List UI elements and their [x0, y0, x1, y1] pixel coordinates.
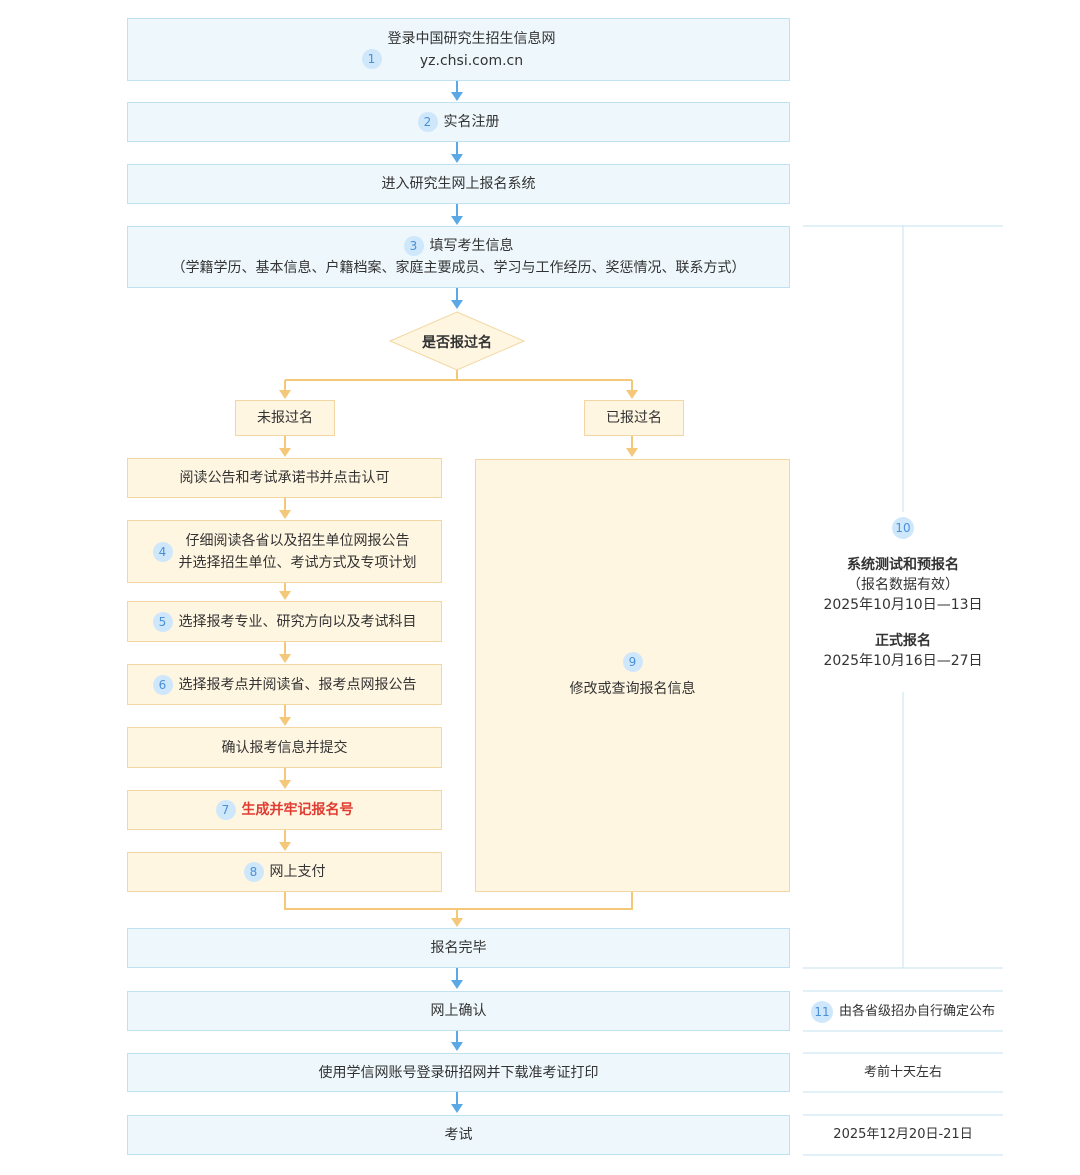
step-real-name-register-label: 实名注册	[443, 114, 500, 130]
step-exam-label: 考试	[444, 1127, 473, 1143]
formal-registration-title: 正式报名	[875, 633, 931, 649]
step-number-badge: 9	[622, 651, 643, 672]
step-modify-query-box: 9 修改或查询报名信息	[475, 459, 790, 892]
pre-registration-date: 2025年10月10日—13日	[823, 597, 983, 613]
step-generate-number-label: 生成并牢记报名号	[241, 802, 354, 818]
online-confirm-time-info: 11 由各省级招办自行确定公布	[803, 1001, 1003, 1023]
step-print-ticket-box: 使用学信网账号登录研招网并下载准考证打印	[127, 1053, 790, 1092]
step-online-confirm-label: 网上确认	[430, 1003, 487, 1019]
step-confirm-submit-label: 确认报考信息并提交	[221, 739, 348, 756]
step-number-badge: 2	[417, 112, 438, 132]
branch-registered-label: 已报过名	[606, 410, 662, 426]
branch-registered-box: 已报过名	[584, 400, 684, 436]
print-time-info: 考前十天左右	[803, 1063, 1003, 1083]
step-generate-number-box: 7 生成并牢记报名号	[127, 790, 442, 830]
branch-not-registered-box: 未报过名	[235, 400, 335, 436]
step-select-major-box: 5 选择报考专业、研究方向以及考试科目	[127, 601, 442, 642]
step-select-exam-site-label: 选择报考点并阅读省、报考点网报公告	[178, 676, 417, 693]
step-number-badge: 7	[215, 800, 236, 820]
step-fill-info-detail: （学籍学历、基本信息、户籍档案、家庭主要成员、学习与工作经历、奖惩情况、联系方式…	[171, 260, 746, 276]
decision-diamond	[388, 311, 526, 371]
exam-date-label: 2025年12月20日-21日	[833, 1127, 973, 1142]
step-select-institution-line2: 并选择招生单位、考试方式及专项计划	[178, 554, 417, 571]
step-select-institution-line1: 仔细阅读各省以及招生单位网报公告	[185, 532, 410, 549]
step-read-notice-box: 阅读公告和考试承诺书并点击认可	[127, 458, 442, 498]
step-read-notice-label: 阅读公告和考试承诺书并点击认可	[179, 470, 390, 486]
step-login-box: 1 登录中国研究生招生信息网 yz.chsi.com.cn	[127, 18, 790, 81]
step-number-badge: 6	[152, 674, 173, 695]
step-complete-label: 报名完毕	[430, 940, 487, 956]
step-online-confirm-box: 网上确认	[127, 991, 790, 1031]
step-enter-system-box: 进入研究生网上报名系统	[127, 164, 790, 204]
step-real-name-register-box: 2 实名注册	[127, 102, 790, 142]
step-exam-box: 考试	[127, 1115, 790, 1155]
step-number-badge: 8	[243, 862, 264, 882]
step-fill-info-label: 填写考生信息	[429, 238, 514, 254]
step-number-badge: 5	[152, 611, 173, 632]
formal-registration-date: 2025年10月16日—27日	[823, 653, 983, 669]
step-number-badge: 1	[361, 48, 382, 69]
step-number-badge: 10	[892, 517, 914, 539]
step-select-institution-box: 4 仔细阅读各省以及招生单位网报公告 并选择招生单位、考试方式及专项计划	[127, 520, 442, 583]
step-select-exam-site-box: 6 选择报考点并阅读省、报考点网报公告	[127, 664, 442, 705]
step-number-badge: 4	[152, 541, 173, 562]
step-fill-info-box: 3 填写考生信息 （学籍学历、基本信息、户籍档案、家庭主要成员、学习与工作经历、…	[127, 226, 790, 288]
registration-period-info: 10 系统测试和预报名 （报名数据有效） 2025年10月10日—13日 正式报…	[803, 517, 1003, 671]
step-online-payment-box: 8 网上支付	[127, 852, 442, 892]
step-number-badge: 3	[403, 236, 424, 256]
online-confirm-time-label: 由各省级招办自行确定公布	[838, 1004, 995, 1019]
step-select-major-label: 选择报考专业、研究方向以及考试科目	[178, 613, 417, 630]
pre-registration-title: 系统测试和预报名	[847, 557, 959, 573]
exam-date-info: 2025年12月20日-21日	[803, 1125, 1003, 1145]
site-url-text: yz.chsi.com.cn	[419, 52, 524, 69]
step-print-ticket-label: 使用学信网账号登录研招网并下载准考证打印	[318, 1064, 599, 1081]
step-enter-system-label: 进入研究生网上报名系统	[381, 176, 536, 192]
step-number-badge: 11	[810, 1001, 833, 1023]
step-confirm-submit-box: 确认报考信息并提交	[127, 727, 442, 768]
step-complete-box: 报名完毕	[127, 928, 790, 968]
step-login-label: 登录中国研究生招生信息网	[387, 30, 556, 47]
print-time-label: 考前十天左右	[863, 1065, 942, 1080]
step-modify-query-label: 修改或查询报名信息	[569, 680, 696, 697]
decision-label: 是否报过名	[422, 335, 492, 351]
pre-registration-note: （报名数据有效）	[847, 577, 959, 593]
step-online-payment-label: 网上支付	[269, 864, 326, 880]
branch-not-registered-label: 未报过名	[257, 410, 313, 426]
